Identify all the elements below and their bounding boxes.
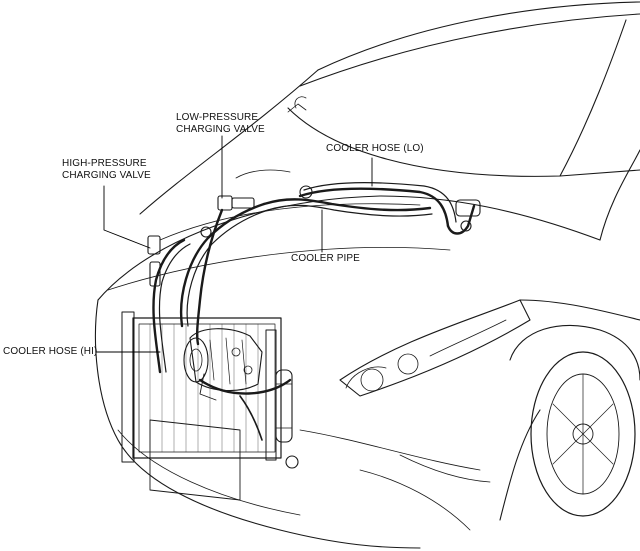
- label-line: LOW-PRESSURE: [176, 112, 259, 123]
- label-line: CHARGING VALVE: [62, 170, 151, 181]
- cooler-hose-lo-label: COOLER HOSE (LO): [326, 143, 424, 154]
- receiver-drier: [275, 369, 299, 469]
- leader-high-pressure: [103, 185, 151, 249]
- fittings: [147, 185, 481, 287]
- condenser: [121, 311, 282, 463]
- cooler-pipe-label: COOLER PIPE: [291, 253, 360, 264]
- car-body-outline: [94, 1, 640, 549]
- refrigerant-lines: [152, 182, 476, 441]
- label-line: HIGH-PRESSURE: [62, 158, 147, 169]
- leader-lines: [95, 135, 373, 353]
- high-pressure-charging-valve-label: HIGH-PRESSURE CHARGING VALVE: [62, 158, 151, 182]
- compressor: [183, 328, 263, 401]
- low-pressure-charging-valve-label: LOW-PRESSURE CHARGING VALVE: [176, 112, 265, 136]
- cooler-hose-hi-label: COOLER HOSE (HI): [3, 346, 98, 357]
- label-line: CHARGING VALVE: [176, 124, 265, 135]
